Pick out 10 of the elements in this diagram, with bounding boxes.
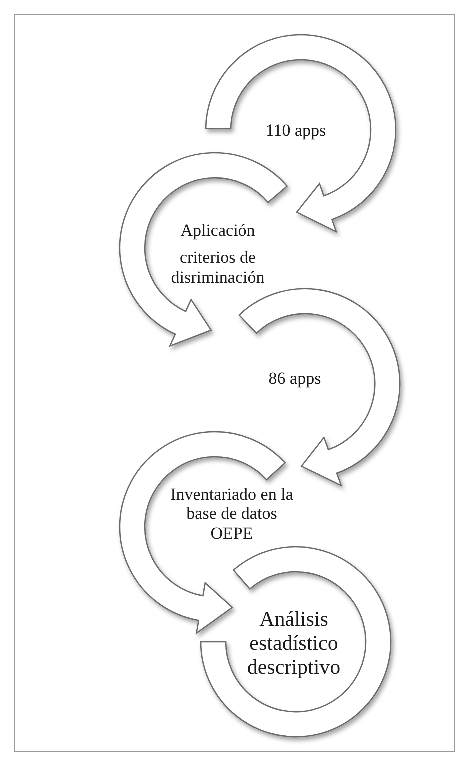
- step-label: 86 apps: [268, 369, 322, 389]
- curved-block-arrow: [205, 34, 397, 233]
- step-label: Análisis estadístico descriptivo: [246, 606, 342, 680]
- curved-block-arrow: [238, 288, 401, 486]
- step-label: 110 apps: [266, 121, 326, 141]
- curved-block-arrow: [119, 431, 286, 634]
- step-description: criterios de disriminación: [170, 248, 266, 288]
- step-label: Inventariado en la base de datos OEPE: [170, 484, 294, 544]
- curved-block-arrow: [119, 152, 288, 347]
- step-label: Aplicación: [180, 220, 256, 240]
